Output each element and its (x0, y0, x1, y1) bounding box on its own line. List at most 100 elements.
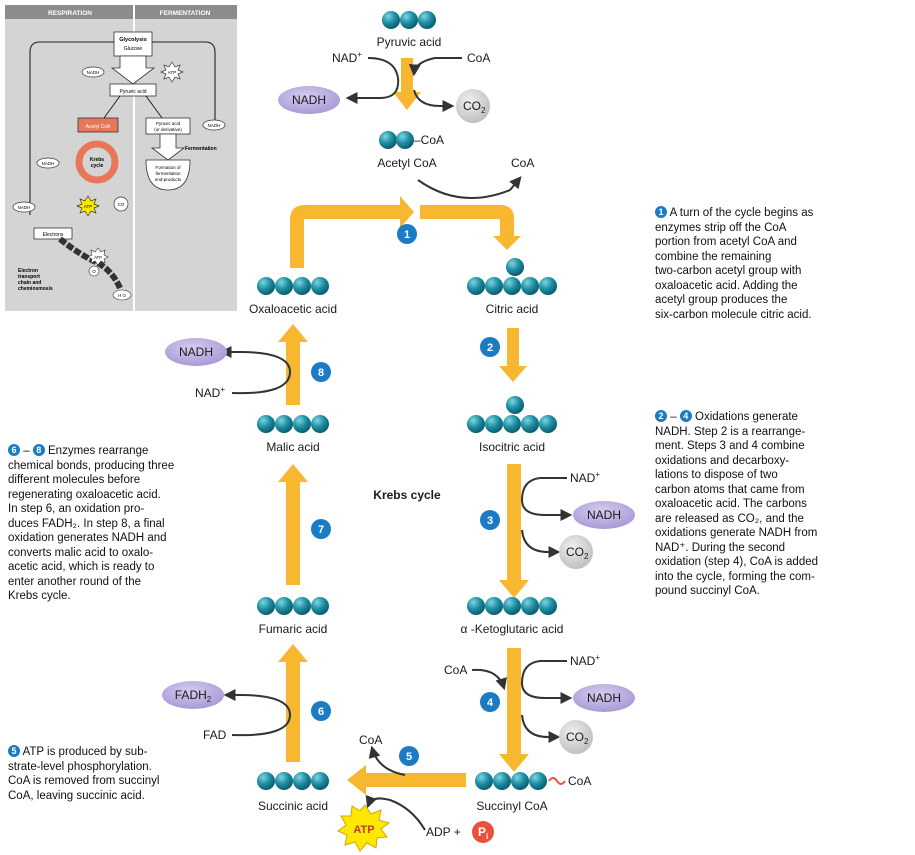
nadh-step4-label: NADH (587, 691, 621, 705)
oxaloacetic-molecule (257, 277, 329, 295)
molecules (257, 11, 566, 790)
step1-desc-line: combine the remaining (655, 250, 772, 263)
fumaric-acid-label: Fumaric acid (259, 622, 328, 636)
steps2-4-desc-line: oxidations and decarboxy- (655, 454, 790, 467)
step-badge-4 (480, 692, 500, 712)
step1-desc-line: portion from acetyl CoA and (655, 236, 797, 248)
coa-release-label: CoA (511, 156, 534, 170)
isocitric-bead (485, 415, 503, 433)
overview-formation-3: end-products (155, 177, 182, 182)
acetyl-bead (396, 131, 414, 149)
malic-to-oxaloacetic-arrow (278, 324, 308, 405)
overview-link-acetyl (103, 95, 121, 119)
step-badge-1 (397, 224, 417, 244)
ketoglutaric-acid-label: α -Ketoglutaric acid (461, 622, 564, 636)
fumaric-bead (275, 597, 293, 615)
co2-top-text: CO (463, 99, 481, 113)
citric-bead (503, 277, 521, 295)
overview-atp-mid (76, 195, 100, 217)
acetyl-dash-coa-label: –CoA (414, 133, 444, 147)
step4-nad-arrow (520, 660, 573, 704)
nadh-pill-step4 (573, 684, 635, 712)
step-badge-7-label: 7 (318, 524, 324, 536)
succinic-bead (257, 772, 275, 790)
oxaloacetic-acid-label: Oxaloacetic acid (249, 302, 337, 316)
step5-desc-badge: 5 (8, 745, 20, 757)
citric-acid-label: Citric acid (486, 302, 539, 316)
steps2-4-description: 2 – 4 Oxidations generate NADH. Step 2 i… (655, 410, 910, 599)
coa-in-arrow (408, 57, 462, 77)
overview-co2-label: CO (118, 202, 125, 207)
step-badge-6 (311, 701, 331, 721)
steps6-8-desc-first-line: 6 – 8 Enzymes rearrange (8, 444, 223, 459)
ketoglutaric-bead (521, 597, 539, 615)
steps2-4-badge-b: 4 (679, 410, 692, 422)
pyruvic-acid-molecule (382, 11, 436, 29)
nad-top-label: NAD+ (332, 50, 362, 65)
steps6-8-desc-line: Enzymes rearrange (48, 445, 149, 457)
step-badges: 1 2 3 4 5 6 7 8 (311, 224, 500, 766)
adp-plus-label: ADP + (426, 825, 461, 839)
co2-circle-top (456, 89, 490, 123)
co2-step3-label: CO2 (566, 545, 589, 561)
fadh2-label: FADH2 (175, 688, 212, 704)
overview-acetyl-coa-label: Acetyl CoA (86, 124, 111, 130)
isocitric-bead (503, 415, 521, 433)
pyruvic-to-acetyl-arrow (393, 58, 421, 110)
overview-etc-3: chain and (18, 280, 41, 286)
step-badge-1-label: 1 (404, 229, 410, 241)
malic-bead (293, 415, 311, 433)
citric-bead (506, 258, 524, 276)
steps6-8-badge-a: 6 (8, 444, 20, 456)
nad-step8-label: NAD+ (195, 385, 225, 400)
nadh-pill-step3 (573, 501, 635, 529)
ketoglutaric-molecule (467, 597, 557, 615)
succinic-bead (275, 772, 293, 790)
steps2-4-desc-line: oxaloacetic acid. The carbons (655, 498, 807, 510)
steps2-4-desc-line: NADH. Step 2 is a rearrange- (655, 425, 806, 438)
overview-etc-4: chemiosmosis (18, 286, 53, 292)
overview-h2o (112, 289, 132, 301)
isocitric-to-ketoglutaric-arrow (499, 464, 529, 598)
step-badge-3-label: 3 (487, 515, 493, 527)
overview-nadh-top-label: NADH (87, 70, 100, 75)
diagram-labels: Pyruvic acid NAD+ CoA NADH CO2 –CoA Acet… (175, 35, 621, 841)
step-badge-5 (399, 746, 419, 766)
step-badge-6-label: 6 (318, 706, 324, 718)
coa-release-arrow (417, 176, 522, 199)
citric-bead (485, 277, 503, 295)
steps2-4-desc-line: NAD⁺. During the second (655, 541, 786, 554)
co2-circle-step4 (559, 720, 593, 754)
nadh-step8-label: NADH (179, 345, 213, 359)
overview-electrons-label: Electrons (43, 232, 64, 238)
overview-pyruvic-label: Pyruvic acid (120, 89, 147, 95)
succinic-acid-label: Succinic acid (258, 799, 328, 813)
steps2-4-badge-a: 2 (655, 410, 667, 422)
nadh-top-label: NADH (292, 93, 326, 107)
nad-step8-text: NAD (195, 386, 221, 400)
isocitric-acid-label: Isocitric acid (479, 440, 545, 454)
acetyl-coa-label: Acetyl CoA (377, 156, 436, 170)
overview-electrons-box (33, 227, 73, 240)
overview-nadh-low-label: NADH (18, 205, 31, 210)
steps2-4-desc-line: oxidation (step 4), CoA is added (655, 556, 819, 568)
respiration-label: RESPIRATION (48, 10, 92, 17)
glycolysis-down-arrow (110, 55, 156, 85)
succinic-molecule (257, 772, 329, 790)
nad-step8-sup: + (220, 385, 225, 394)
ketoglutaric-bead (467, 597, 485, 615)
succinyl-bead (529, 772, 547, 790)
overview-o2-label: O (92, 269, 96, 274)
overview-pyruvic-box (109, 83, 157, 97)
nad-step4-text: NAD (570, 654, 596, 668)
step-badge-4-label: 4 (487, 697, 494, 709)
carriers (162, 86, 635, 852)
isocitric-bead (506, 396, 524, 414)
steps2-4-desc-line: lations to dispose of two (655, 469, 778, 481)
succinyl-bead (511, 772, 529, 790)
steps6-8-desc-line: acetic acid, which is ready to (8, 561, 155, 573)
steps6-8-desc-line: chemical bonds, producing three (8, 459, 175, 472)
nad-step3-text: NAD (570, 471, 596, 485)
steps2-4-desc-line: are released as CO₂, and the (655, 512, 804, 525)
acetyl-coa-molecule (379, 131, 414, 149)
